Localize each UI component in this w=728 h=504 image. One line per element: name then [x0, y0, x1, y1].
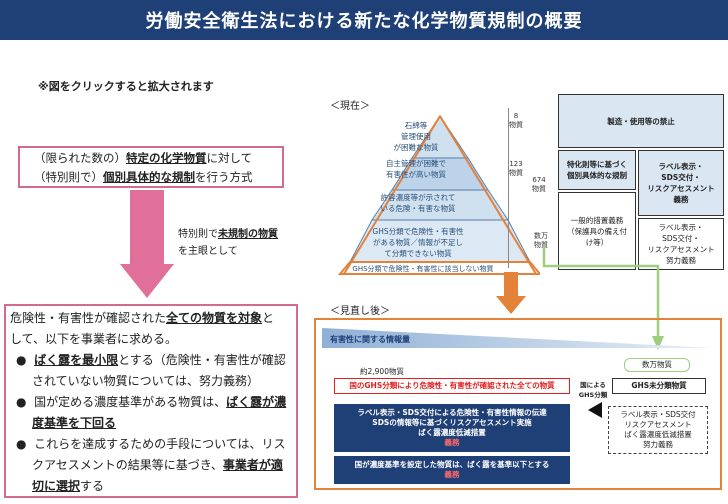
after-text-emph: 事業者が適切に選択: [32, 458, 283, 493]
orange-arrow-stem: [504, 272, 518, 298]
count-label: 674 物質: [532, 176, 546, 193]
threshold-text: 国が濃度基準を設定した物質は、ばく露を基準以下とする: [354, 460, 550, 469]
after-text-emph: ばく露を最小限: [34, 353, 119, 367]
label-sds-effort-box: ラベル表示・ SDS交付・ リスクアセスメント 努力義務: [638, 218, 724, 270]
page-title: 労働安全衛生法における新たな化学物質規制の概要: [0, 0, 728, 40]
after-text: と: [262, 311, 275, 325]
general-measures-box: 一般的措置義務 （保護具の備え付 け等）: [558, 192, 636, 270]
side-note-text: を主眼として: [178, 246, 238, 257]
current-text-emph: 個別具体的な規制: [103, 170, 195, 184]
threshold-box: 国が濃度基準を設定した物質は、ばく露を基準以下とする 義務: [334, 456, 570, 484]
bullet-item: ● ばく露を最小限とする（危険性・有害性が確認されていない物質については、努力義…: [10, 350, 290, 392]
count-label: 123 物質: [509, 160, 523, 177]
current-text: （特別則で）: [34, 170, 103, 184]
side-note-text: 特別則で: [178, 229, 218, 240]
bullet-icon: ●: [16, 353, 27, 367]
bullet-item: ● これらを達成するための手段については、リスクアセスメントの結果等に基づき、事…: [10, 434, 290, 497]
pyramid-tier-label: 自主管理が困難で 有害性が高い物質: [386, 159, 446, 179]
effort-box: ラベル表示・SDS交付 リスクアセスメント ばく露濃度低減措置 努力義務: [608, 406, 708, 454]
current-approach-box: （限られた数の）特定の化学物質に対して （特別則で）個別具体的な規制を行う方式: [18, 146, 284, 188]
info-label: 有害性に関する情報量: [330, 335, 410, 344]
ban-box: 製造・使用等の禁止: [558, 94, 724, 148]
green-connector: [542, 246, 664, 350]
after-text: する: [80, 479, 105, 493]
bullet-icon: ●: [16, 437, 27, 451]
special-regulation-box: 特化則等に基づく 個別具体的な規制: [558, 150, 636, 190]
ruler-line: [508, 108, 509, 268]
pyramid-tier-label: GHS分類で危険性・有害性 がある物質／情報が不足し て分類できない物質: [372, 227, 464, 258]
obligation-text: ラベル表示・SDS交付による危険性・有害性情報の伝達 SDSの情報等に基づくリス…: [357, 408, 547, 437]
pyramid-tier-label: 石綿等 管理使用 が困難な物質: [393, 121, 439, 152]
obligation-box: ラベル表示・SDS交付による危険性・有害性情報の伝達 SDSの情報等に基づくリス…: [334, 404, 570, 452]
after-text: 危険性・有害性が確認された: [10, 311, 167, 325]
after-text-emph: ばく露が濃度基準を下回る: [32, 395, 287, 430]
side-note-emph: 未規制の物質: [218, 229, 278, 240]
orange-arrow-icon: [496, 296, 526, 314]
after-label: ＜見直し後＞: [330, 306, 390, 317]
all-confirmed-box: 国のGHS分類により危険性・有害性が確認された全ての物質: [334, 378, 570, 394]
current-text: を行う方式: [195, 170, 253, 184]
by-country-label: 国による GHS分類: [578, 381, 608, 399]
down-arrow-stem: [130, 190, 164, 266]
count-label: 8 物質: [509, 112, 523, 129]
current-text: に対して: [206, 151, 253, 165]
side-note: 特別則で未規制の物質 を主眼として: [178, 226, 278, 260]
unclassified-box: GHS未分類物質: [612, 378, 706, 394]
after-text: とする（危険性・有害性が確認されていない物質については、努力義務）: [32, 353, 286, 388]
label-sds-duty-box: ラベル表示・ SDS交付・ リスクアセスメント 義務: [638, 150, 724, 216]
after-text: これらを達成するための手段については、リスクアセスメントの結果等に基づき、: [32, 437, 286, 472]
after-text: して、以下を事業者に求める。: [10, 332, 178, 346]
pyramid-tier-label: GHS分類で危険性・有害性に該当しない物質: [352, 265, 494, 273]
revised-diagram-frame: [314, 318, 722, 490]
count-manman: 数万物質: [624, 358, 690, 372]
duty-label: 義務: [444, 438, 460, 447]
current-text: （限られた数の）: [34, 151, 126, 165]
pyramid-tier-5: [337, 261, 540, 275]
current-text-emph: 特定の化学物質: [126, 151, 207, 165]
count-label: 数万 物質: [534, 232, 548, 249]
pyramid-tier-label: 許容濃度等が示されて いる危険・有害な物質: [380, 193, 456, 213]
info-gradient-bar: [322, 328, 714, 348]
pyramid-chart: [337, 115, 540, 275]
after-text-emph: 全ての物質を対象: [166, 311, 263, 325]
after-text: 国が定める濃度基準がある物質は、: [34, 395, 227, 409]
left-arrow-icon: [588, 402, 602, 418]
count-2900: 約2,900物質: [360, 367, 404, 376]
revised-approach-box: 危険性・有害性が確認された全ての物質を対象と して、以下を事業者に求める。 ● …: [4, 304, 298, 498]
bullet-icon: ●: [16, 395, 27, 409]
duty-label: 義務: [444, 470, 460, 479]
click-note: ※図をクリックすると拡大されます: [38, 80, 214, 93]
down-arrow-icon: [120, 264, 174, 298]
bullet-item: ● 国が定める濃度基準がある物質は、ばく露が濃度基準を下回る: [10, 392, 290, 434]
current-label: ＜現在＞: [330, 101, 370, 112]
